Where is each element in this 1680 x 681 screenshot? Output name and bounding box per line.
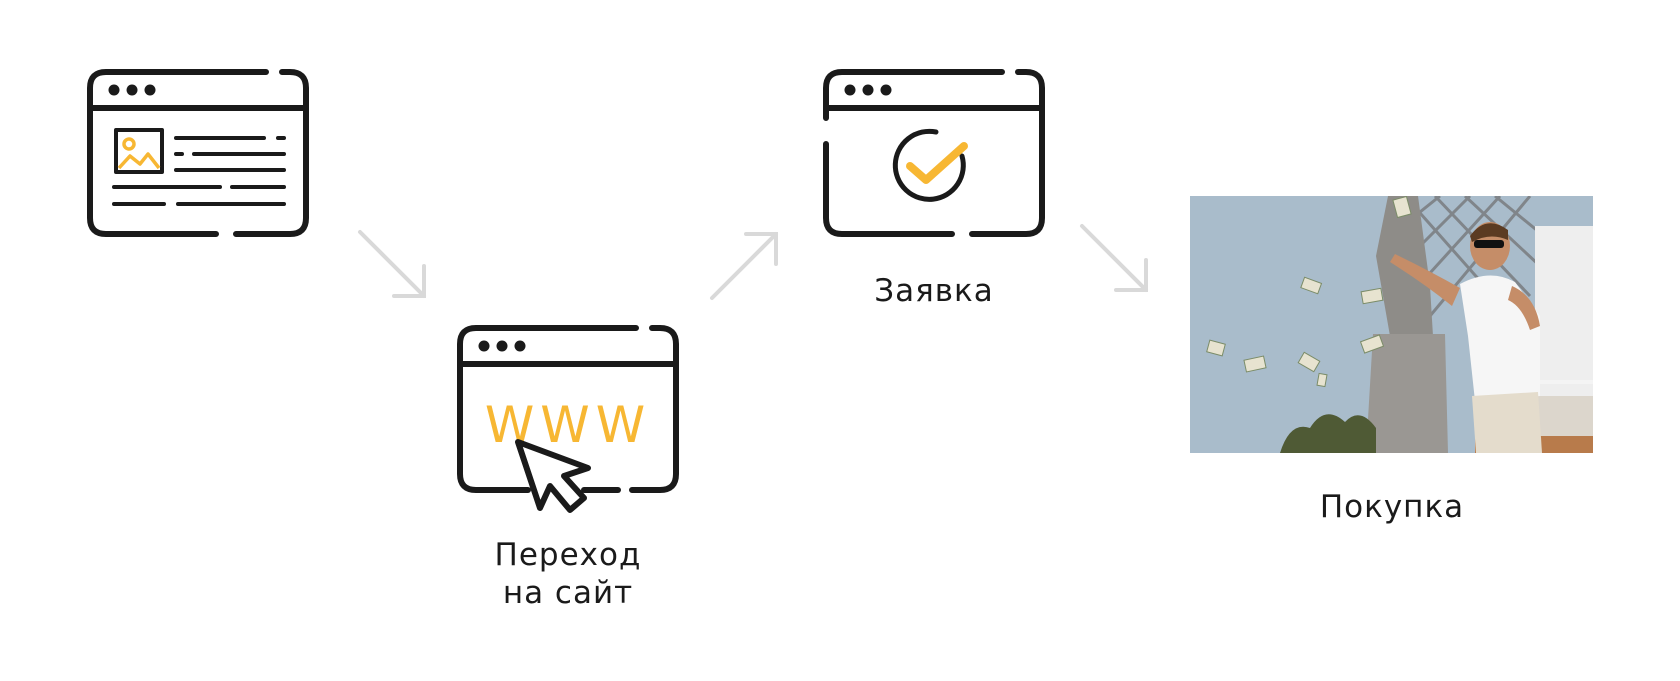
www-text: WWW xyxy=(485,396,651,454)
purchase-photo xyxy=(1190,196,1593,453)
step-label-purchase: Покупка xyxy=(1319,489,1465,525)
check-window-icon xyxy=(823,69,1045,237)
arrow-icon xyxy=(1080,224,1148,292)
web-page-ad-icon xyxy=(87,69,309,237)
step-label-visit-line-1: Переход xyxy=(494,537,642,573)
step-label-lead: Заявка xyxy=(874,273,994,309)
arrow-icon xyxy=(710,232,778,300)
step-label-visit: Переход на сайт xyxy=(466,536,670,612)
www-cursor-icon: WWW xyxy=(457,325,679,513)
step-label-visit-line-2: на сайт xyxy=(502,575,634,611)
arrow-icon xyxy=(358,230,426,298)
